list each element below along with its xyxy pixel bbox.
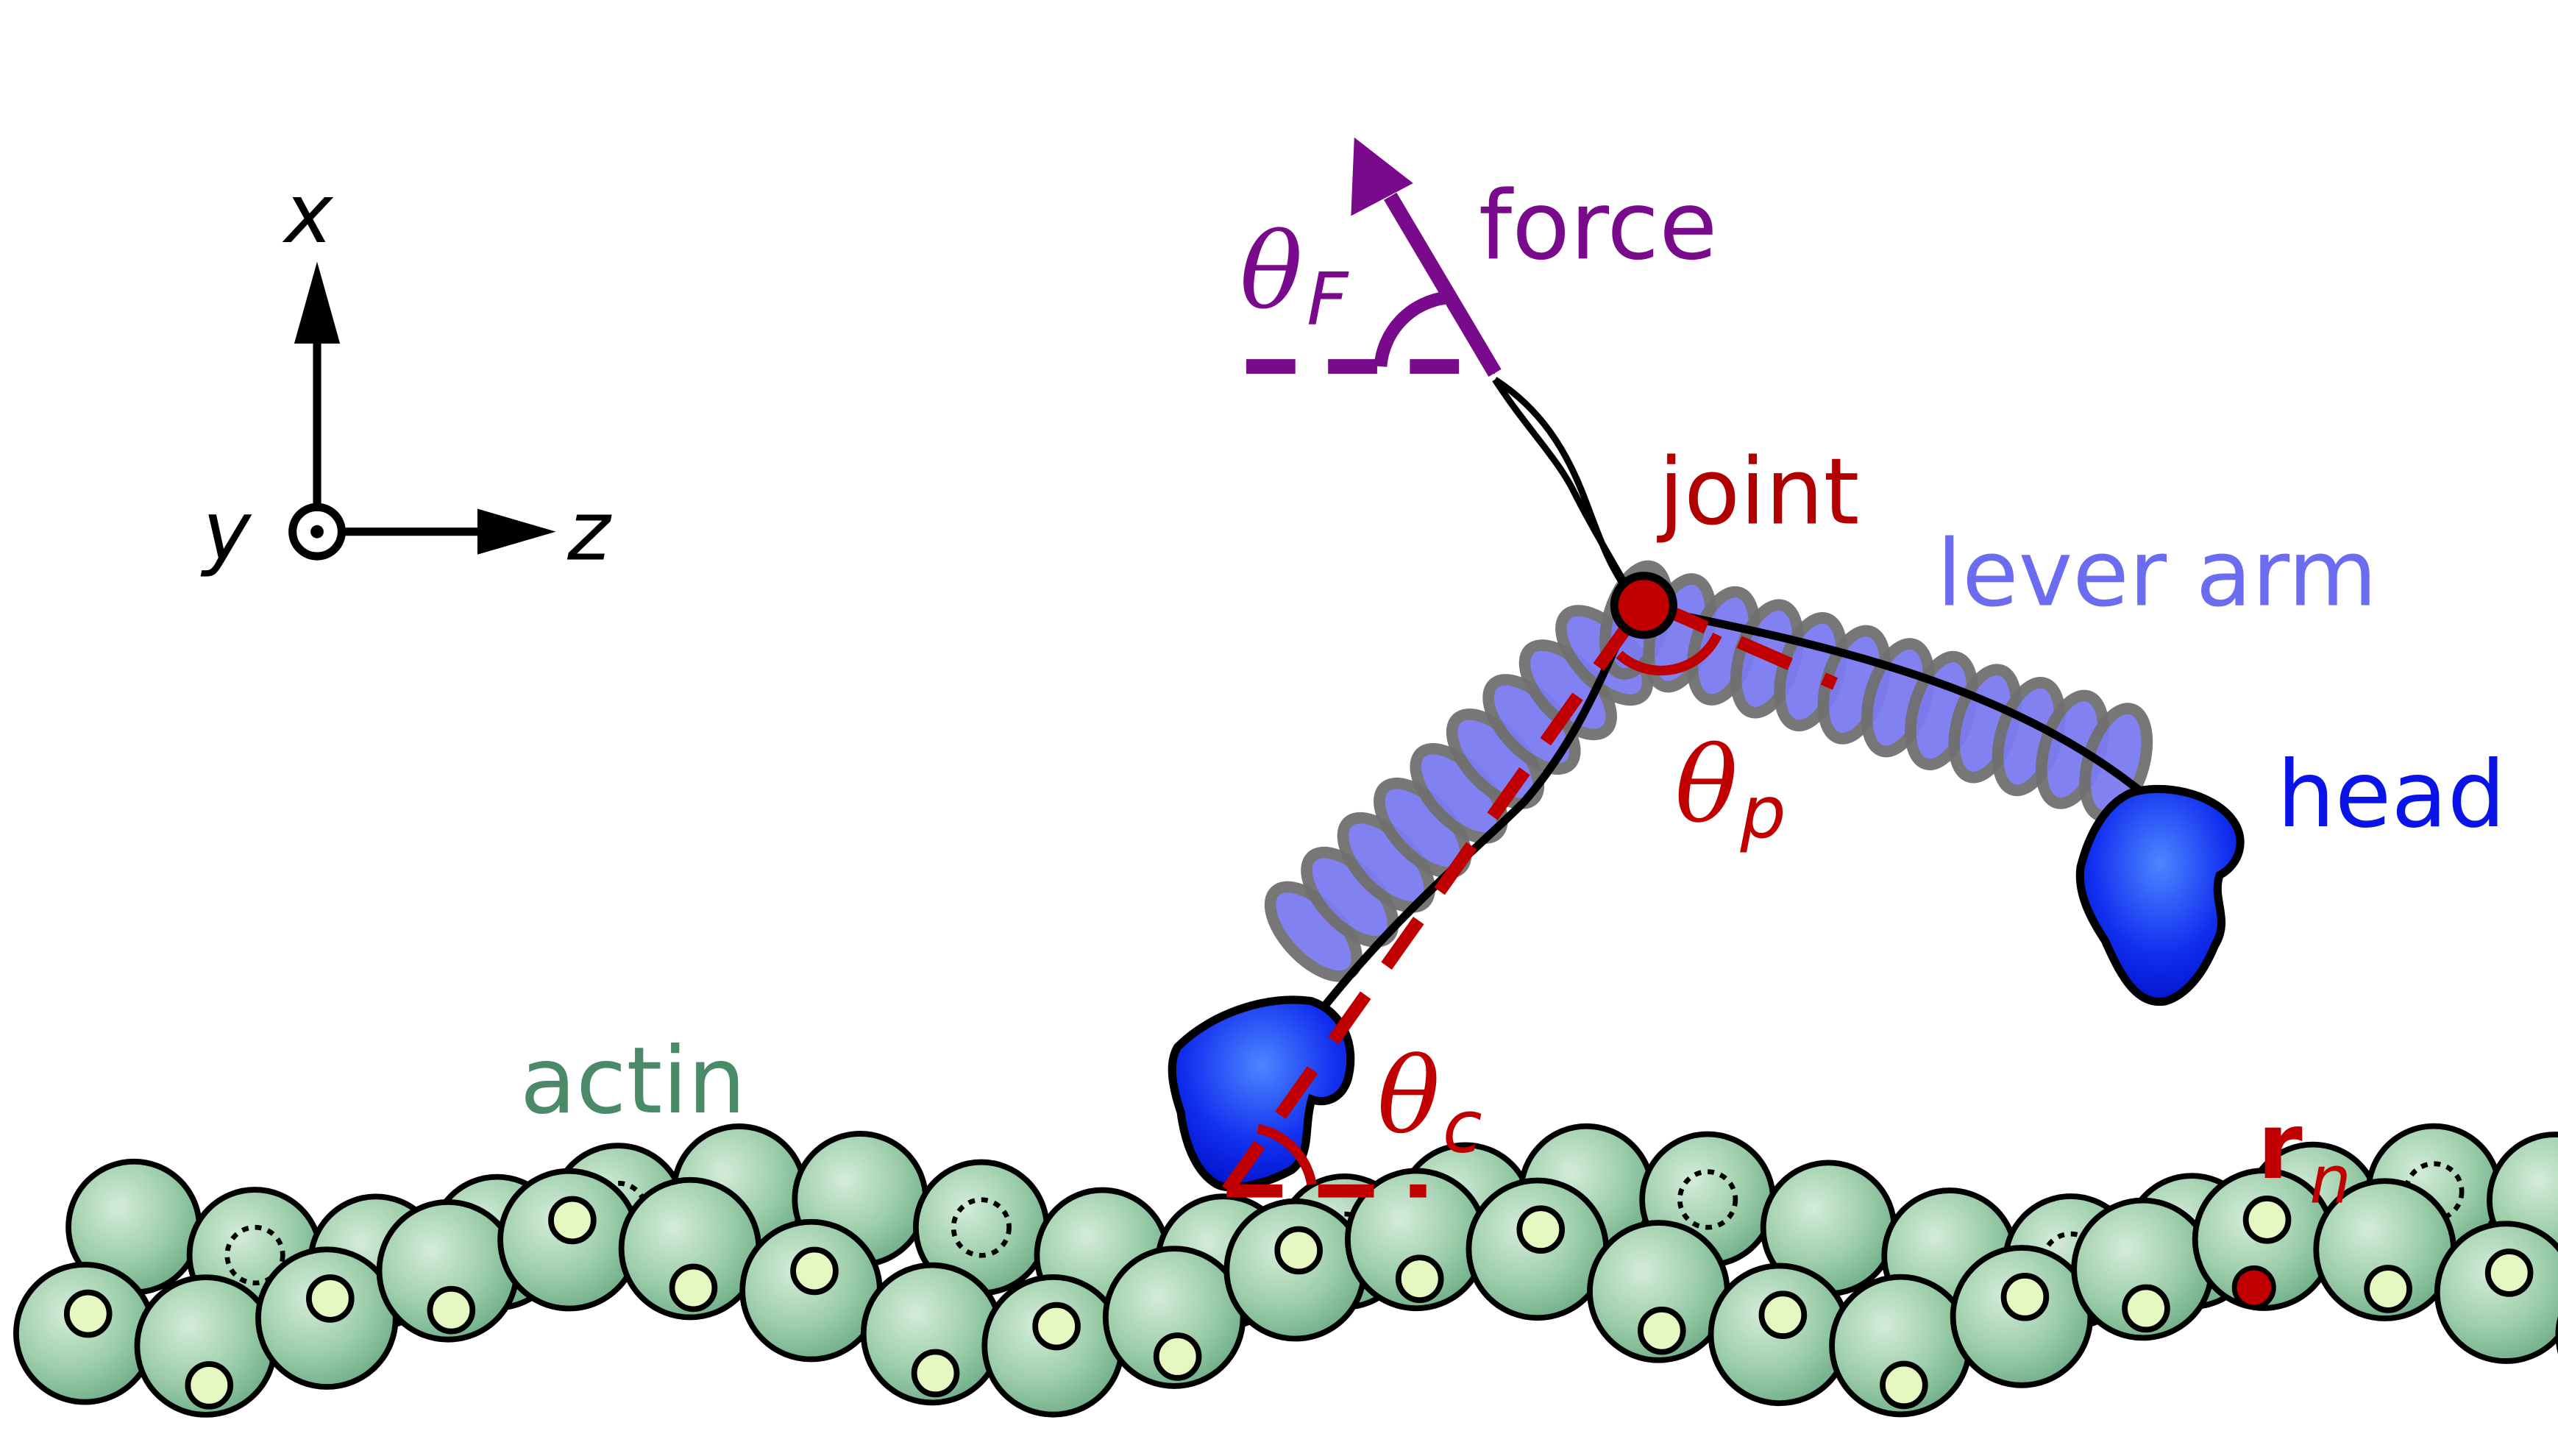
force-label: force <box>1479 171 1718 281</box>
theta-F-subscript: F <box>1307 258 1349 341</box>
actin-binding-site <box>2484 1249 2534 1297</box>
theta-F-arc <box>1374 291 1447 368</box>
rn-subscript: n <box>2309 1141 2351 1218</box>
theta-p-subscript: p <box>1740 771 1786 855</box>
y-axis-label: y <box>200 484 252 579</box>
actin-binding-site <box>2122 1284 2170 1333</box>
actin-binding-site <box>1758 1290 1808 1339</box>
lever-backbone-free <box>1646 604 2152 802</box>
x-axis-label: x <box>283 167 334 262</box>
lever-arm-label: lever arm <box>1936 521 2377 628</box>
actin-label: actin <box>520 1028 746 1134</box>
actin-binding-site <box>1395 1254 1444 1303</box>
myosin-head-bound <box>1168 995 1355 1192</box>
actin-binding-site <box>2000 1272 2050 1321</box>
actin-binding-site <box>548 1196 597 1245</box>
x-axis-arrowhead <box>294 261 341 344</box>
actin-binding-site <box>911 1349 960 1398</box>
theta-p-label: θ p <box>1675 724 1786 855</box>
actin-binding-site <box>1153 1332 1202 1381</box>
theta-c-arc <box>1257 1123 1317 1186</box>
theta-c-label: θ c <box>1377 1035 1482 1170</box>
joint-marker <box>1610 572 1677 639</box>
actin-binding-site <box>306 1274 355 1323</box>
actin-filament <box>13 1123 2558 1418</box>
actin-binding-site <box>2242 1196 2292 1244</box>
theta-F-label: θ F <box>1240 210 1349 341</box>
theta-c-lever-axis <box>1221 617 1636 1195</box>
z-axis-label: z <box>566 484 612 579</box>
joint-label: joint <box>1656 439 1859 546</box>
theta-c-subscript: c <box>1443 1085 1482 1169</box>
force-arrowhead <box>1351 137 1413 216</box>
actin-binding-site <box>1516 1205 1566 1254</box>
angle-theta-p <box>1616 599 1838 690</box>
theta-p-arc <box>1616 632 1722 676</box>
y-axis-dot <box>310 525 324 539</box>
theta-p-free-axis <box>1652 599 1838 690</box>
myosin-head-free <box>2075 784 2245 1006</box>
lever-backbone-bound <box>1308 600 1640 1026</box>
z-axis-arrowhead <box>477 508 556 555</box>
actin-binding-site <box>1638 1306 1686 1355</box>
actin-binding-site <box>185 1361 234 1410</box>
coordinate-axes: x y z <box>200 167 612 579</box>
rn-label: r n <box>2257 1093 2351 1218</box>
force-arrow-shaft <box>1384 192 1502 377</box>
actin-binding-site-hidden <box>951 1197 1012 1258</box>
theta-F-symbol: θ <box>1240 210 1303 333</box>
actin-binding-site-hidden <box>1677 1169 1738 1230</box>
actin-binding-site <box>63 1289 113 1338</box>
theta-c-symbol: θ <box>1377 1035 1440 1157</box>
actin-binding-site <box>1880 1360 1928 1410</box>
theta-p-symbol: θ <box>1675 724 1738 846</box>
angle-theta-c <box>1221 617 1636 1198</box>
head-label: head <box>2277 742 2506 848</box>
actin-binding-site <box>427 1285 476 1335</box>
rn-main: r <box>2257 1093 2303 1200</box>
actin-binding-site-hidden <box>224 1224 285 1286</box>
actin-binding-site <box>790 1246 839 1296</box>
force-vector <box>1246 137 1502 377</box>
rn-marker <box>2231 1265 2276 1310</box>
actin-binding-site <box>1032 1301 1081 1351</box>
tether-coil <box>1492 377 1639 605</box>
actin-binding-site <box>2364 1265 2412 1313</box>
actin-binding-site <box>669 1263 718 1313</box>
actin-binding-site <box>1274 1226 1323 1275</box>
